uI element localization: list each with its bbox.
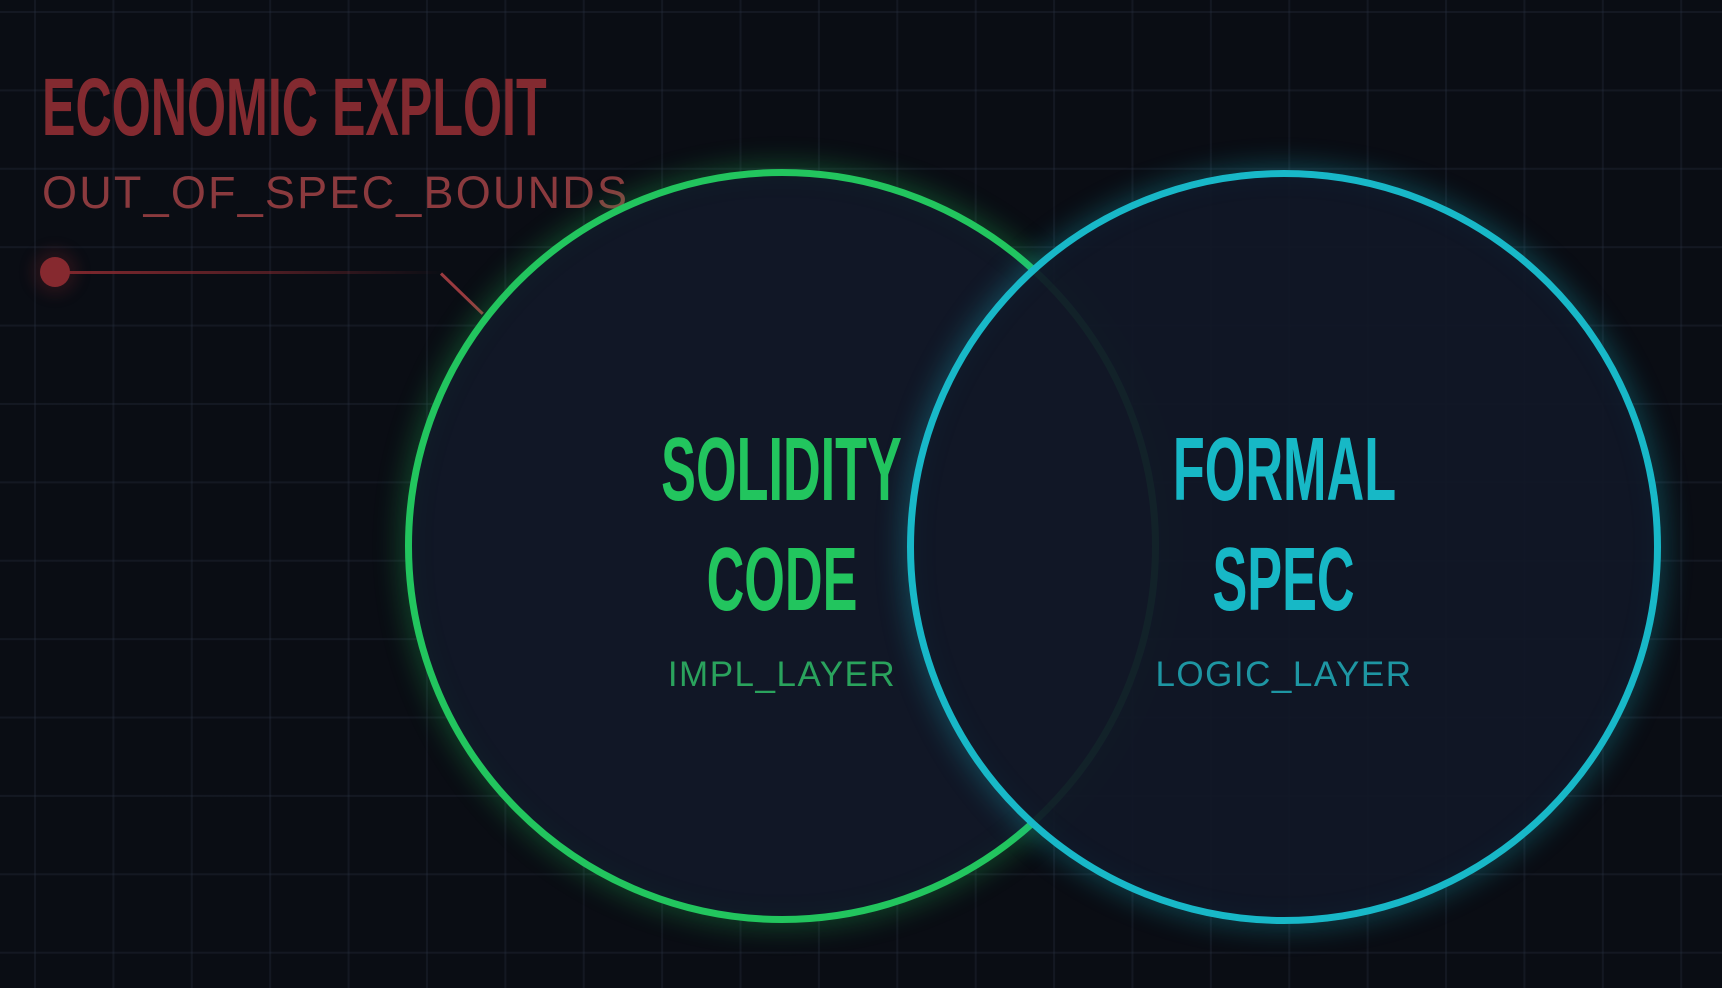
exploit-title: ECONOMIC EXPLOIT (42, 62, 867, 153)
circle-title-line-1: FORMAL (1172, 420, 1396, 520)
circle-solidity-code-label: SOLIDITY CODE IMPL_LAYER (412, 415, 1152, 695)
circle-title-line-1: SOLIDITY (661, 420, 903, 520)
pointer-line (60, 270, 444, 274)
circle-formal-spec-label: FORMAL SPEC LOGIC_LAYER (914, 415, 1654, 695)
layer-label-logic: LOGIC_LAYER (1155, 655, 1413, 694)
exploit-subtitle: OUT_OF_SPEC_BOUNDS (42, 167, 630, 218)
layer-label-impl: IMPL_LAYER (667, 655, 897, 694)
circle-formal-spec: FORMAL SPEC LOGIC_LAYER (907, 170, 1661, 924)
circle-title-line-2: SPEC (1212, 530, 1356, 630)
circle-title-line-2: CODE (706, 530, 858, 630)
exploit-title-text: ECONOMIC EXPLOIT (42, 62, 547, 153)
pointer-diagonal-connector (439, 272, 484, 315)
pointer-dot-icon (40, 257, 70, 287)
